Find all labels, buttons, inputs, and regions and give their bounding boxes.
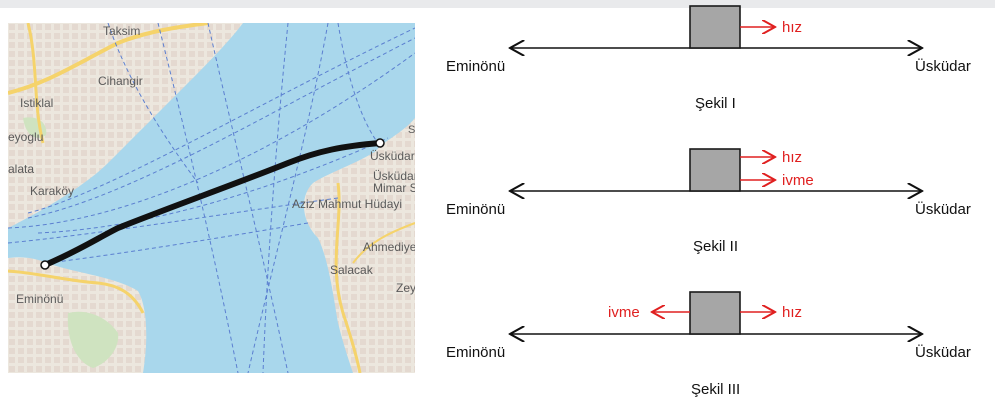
map-label-aziz-mahmut-hudayi: Aziz Mahmut Hüdayi — [292, 197, 402, 211]
map-label-beyoglu: eyoglu — [8, 130, 43, 144]
left-label-eminonu: Eminönü — [446, 344, 505, 361]
map-label-mimar-s: Mimar S — [373, 181, 415, 195]
land-european-north — [8, 23, 243, 228]
map-label-istiklal: Istiklal — [20, 96, 53, 110]
map-label-eminonu: Eminönü — [16, 292, 63, 306]
map-label-uskudar: Üsküdar — [370, 149, 415, 163]
figure-1: hız Eminönü Üsküdar Şekil I — [446, 5, 971, 112]
figure-2: hız ivme Eminönü Üsküdar Şekil II — [446, 148, 971, 255]
road — [8, 23, 209, 95]
map-label-s: S — [408, 124, 415, 136]
uskudar-pier-marker — [375, 138, 385, 148]
motion-diagrams: hız Eminönü Üsküdar Şekil I hız ivme Emi… — [446, 5, 971, 398]
right-label-uskudar: Üsküdar — [915, 343, 971, 361]
map-label-cihangir: Cihangir — [98, 74, 143, 88]
map-label-salacak: Salacak — [330, 263, 374, 277]
road — [352, 222, 415, 264]
ferry-block — [689, 291, 741, 335]
road — [8, 269, 145, 314]
map-label-galata: alata — [8, 162, 34, 176]
top-divider — [0, 0, 995, 8]
velocity-label: hız — [782, 149, 802, 166]
road — [334, 182, 362, 373]
eminonu-pier-marker — [40, 260, 50, 270]
ferry-lines — [8, 23, 415, 373]
figure-caption: Şekil II — [693, 238, 738, 255]
map-label-uskudar-2: Üsküdar — [373, 169, 415, 183]
map-label-ahmediye: Ahmediye — [363, 240, 415, 254]
ferry-block — [689, 5, 741, 49]
map-label-karakoy: Karaköy — [30, 184, 74, 198]
figure-3: hız ivme Eminönü Üsküdar Şekil III — [446, 291, 971, 398]
velocity-label: hız — [782, 304, 802, 321]
map-panel: Taksim Cihangir Istiklal eyoglu alata Ka… — [8, 23, 415, 373]
right-label-uskudar: Üsküdar — [915, 200, 971, 218]
right-label-uskudar: Üsküdar — [915, 57, 971, 75]
ferry-route-line — [42, 140, 383, 268]
map-label-zey: Zey — [396, 281, 415, 295]
acceleration-label: ivme — [608, 304, 640, 321]
road — [26, 23, 45, 144]
bosphorus-map: Taksim Cihangir Istiklal eyoglu alata Ka… — [8, 23, 415, 373]
park-area — [67, 311, 119, 368]
ferry-block — [689, 148, 741, 192]
acceleration-label: ivme — [782, 172, 814, 189]
velocity-label: hız — [782, 19, 802, 36]
land-asian-side — [303, 118, 415, 373]
left-label-eminonu: Eminönü — [446, 201, 505, 218]
left-label-eminonu: Eminönü — [446, 58, 505, 75]
figure-caption: Şekil III — [691, 381, 740, 398]
figure-caption: Şekil I — [695, 95, 736, 112]
map-label-taksim: Taksim — [103, 24, 140, 38]
